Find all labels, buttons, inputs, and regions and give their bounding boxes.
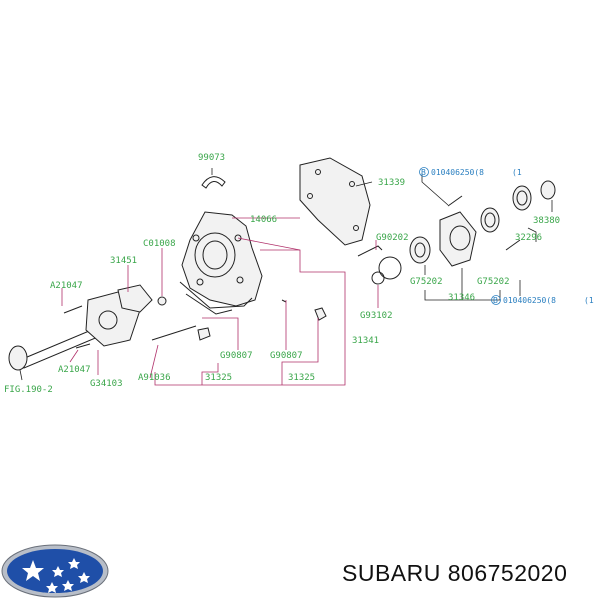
bolt-label-bottom: 010406250(8 [503,296,556,305]
label-fig190: FIG.190-2 [4,385,53,395]
label-a91036: A91036 [138,373,171,383]
label-g34103: G34103 [90,379,123,389]
label-38380: 38380 [533,216,560,226]
bolt-callouts: B 010406250(8 (1 B 010406250(8 (1 [419,167,594,305]
label-g75202-left: G75202 [410,277,443,287]
bearing-assembly [409,180,556,267]
label-99073: 99073 [198,153,225,163]
leader-lines [19,168,553,386]
small-parts [197,245,402,341]
transmission-housing [179,211,263,315]
label-g90807-left: G90807 [220,351,253,361]
label-a21047-top: A21047 [50,281,83,291]
label-g90202: G90202 [376,233,409,243]
label-g75202-right: G75202 [477,277,510,287]
label-31346: 31346 [448,293,475,303]
part-labels: 99073 31339 14066 C01008 31451 A21047 A2… [4,153,560,395]
cover-plate [299,157,371,246]
label-32296: 32296 [515,233,542,243]
label-14066: 14066 [250,215,277,225]
label-31325-right: 31325 [288,373,315,383]
bolt-marker-bottom: B [493,296,498,305]
clip-99073 [201,176,226,189]
bolt-suffix-top: (1 [512,168,522,177]
label-31451: 31451 [110,256,137,266]
label-g90807-right: G90807 [270,351,303,361]
label-a21047-bottom: A21047 [58,365,91,375]
label-31341: 31341 [352,336,379,346]
label-g93102: G93102 [360,311,393,321]
subaru-logo [1,544,109,598]
bolt-suffix-bottom: (1 [584,296,594,305]
label-31325-left: 31325 [205,373,232,383]
shaft-assembly [8,284,197,371]
bolt-label-top: 010406250(8 [431,168,484,177]
label-c01008: C01008 [143,239,176,249]
bolt-marker-top: B [421,168,426,177]
brand-part-number: SUBARU 806752020 [342,560,568,586]
label-31339: 31339 [378,178,405,188]
